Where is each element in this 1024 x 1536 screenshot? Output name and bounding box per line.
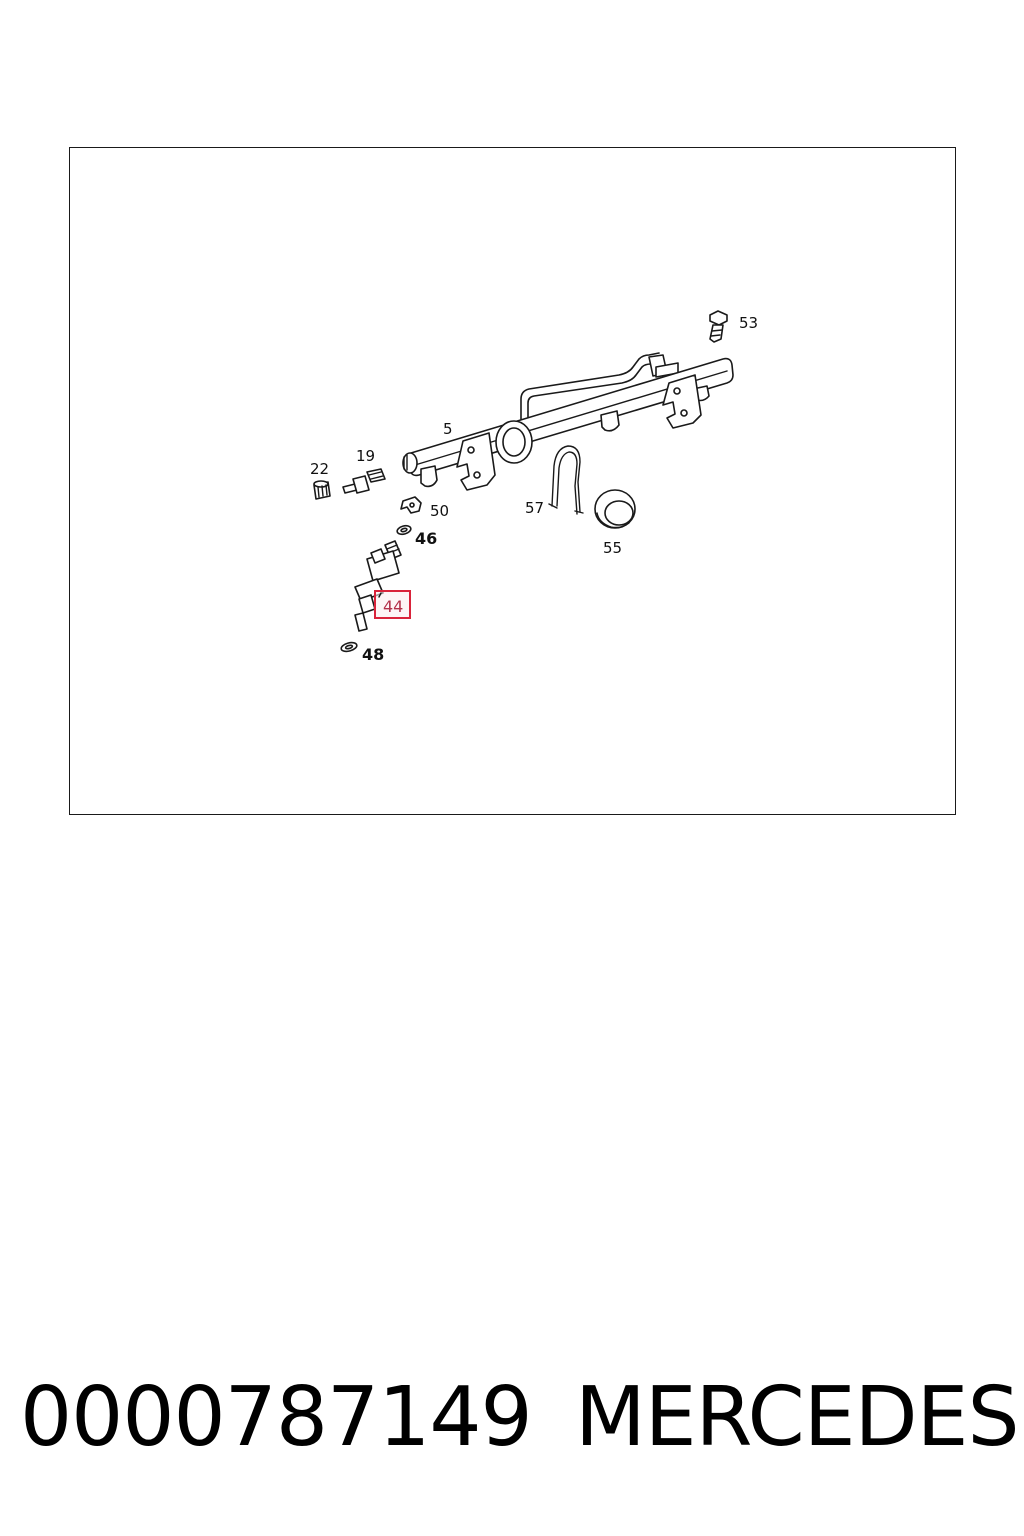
bolt-part-53 [709, 310, 728, 343]
part-number: 0000787149 [20, 1370, 533, 1465]
clip-part-50 [400, 496, 422, 514]
callout-46: 46 [415, 529, 437, 548]
spring-clip-part-57 [548, 445, 584, 515]
highlight-box-44 [374, 590, 411, 619]
callout-57: 57 [525, 499, 544, 517]
fuel-line-pipe [520, 352, 679, 420]
parts-diagram-frame: 53 5 22 19 50 46 57 55 44 48 [69, 147, 956, 815]
callout-55: 55 [603, 539, 622, 557]
o-ring-part-46 [396, 524, 412, 536]
callout-44: 44 [383, 597, 403, 616]
fuel-rail-part-5 [402, 357, 734, 491]
callout-50: 50 [430, 502, 449, 520]
leader-line-44 [378, 592, 382, 598]
grommet-part-55 [594, 489, 636, 529]
brand-name: MERCEDES [575, 1370, 1020, 1465]
callout-22: 22 [310, 460, 329, 478]
callout-5: 5 [443, 420, 453, 438]
footer-caption: 0000787149 MERCEDES [0, 1368, 1024, 1468]
washer-part-48 [340, 641, 358, 653]
cap-part-22 [313, 480, 331, 500]
callout-19: 19 [356, 447, 375, 465]
fuel-rail-exploded-diagram: 53 5 22 19 50 46 57 55 44 48 [310, 310, 758, 664]
valve-part-19 [342, 468, 386, 494]
callout-53: 53 [739, 314, 758, 332]
callout-48: 48 [362, 645, 384, 664]
